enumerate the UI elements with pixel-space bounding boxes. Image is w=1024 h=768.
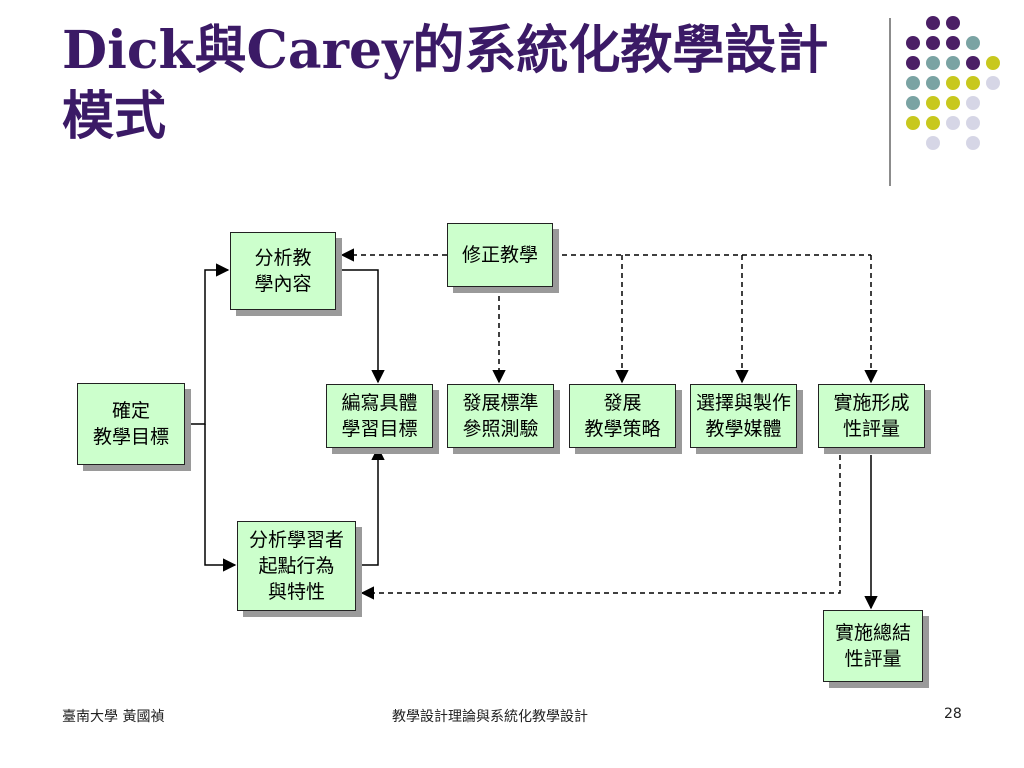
decorative-dot xyxy=(966,116,980,130)
box-analyze-learners: 分析學習者 起點行為 與特性 xyxy=(237,521,356,611)
title-divider-line xyxy=(889,18,891,186)
slide-title: Dick與Carey的系統化教學設計模式 xyxy=(62,20,829,147)
arrow-learners-to-objectives xyxy=(355,446,385,566)
decorative-dot xyxy=(926,96,940,110)
decorative-dot xyxy=(906,116,920,130)
decorative-dot xyxy=(946,36,960,50)
box-formative-evaluation: 實施形成 性評量 xyxy=(818,384,925,448)
arrow-goal-to-learners xyxy=(204,424,237,572)
footer-page-number: 28 xyxy=(944,706,962,722)
arrow-goal-to-content xyxy=(190,263,230,425)
decorative-dot xyxy=(966,76,980,90)
decorative-dot xyxy=(926,76,940,90)
decorative-dot xyxy=(986,56,1000,70)
decorative-dot xyxy=(926,116,940,130)
decorative-dot xyxy=(946,56,960,70)
box-select-materials: 選擇與製作 教學媒體 xyxy=(690,384,797,448)
decorative-dot xyxy=(946,76,960,90)
footer-course-title: 教學設計理論與系統化教學設計 xyxy=(392,709,588,725)
box-revise-instruction: 修正教學 xyxy=(447,223,553,287)
decorative-dot xyxy=(926,16,940,30)
decorative-dot xyxy=(946,16,960,30)
decorative-dot xyxy=(906,96,920,110)
box-analyze-content: 分析教 學內容 xyxy=(230,232,336,310)
box-summative-evaluation: 實施總結 性評量 xyxy=(823,610,923,682)
decorative-dot xyxy=(906,76,920,90)
decorative-dot xyxy=(926,136,940,150)
decorative-dot xyxy=(986,76,1000,90)
decorative-dot xyxy=(966,56,980,70)
decorative-dot xyxy=(966,36,980,50)
decorative-dot xyxy=(926,36,940,50)
decorative-dot xyxy=(946,96,960,110)
decorative-dot xyxy=(946,116,960,130)
footer-author: 臺南大學 黃國禎 xyxy=(62,709,165,725)
arrow-content-to-objectives xyxy=(335,269,385,384)
decorative-dot xyxy=(966,136,980,150)
box-develop-strategy: 發展 教學策略 xyxy=(569,384,676,448)
dashed-formative-to-learners xyxy=(360,455,841,600)
decorative-dot xyxy=(906,56,920,70)
box-write-objectives: 編寫具體 學習目標 xyxy=(326,384,433,448)
box-develop-tests: 發展標準 參照測驗 xyxy=(447,384,554,448)
decorative-dot xyxy=(926,56,940,70)
decorative-dot xyxy=(966,96,980,110)
decorative-dot xyxy=(906,36,920,50)
box-identify-goal: 確定 教學目標 xyxy=(77,383,185,465)
